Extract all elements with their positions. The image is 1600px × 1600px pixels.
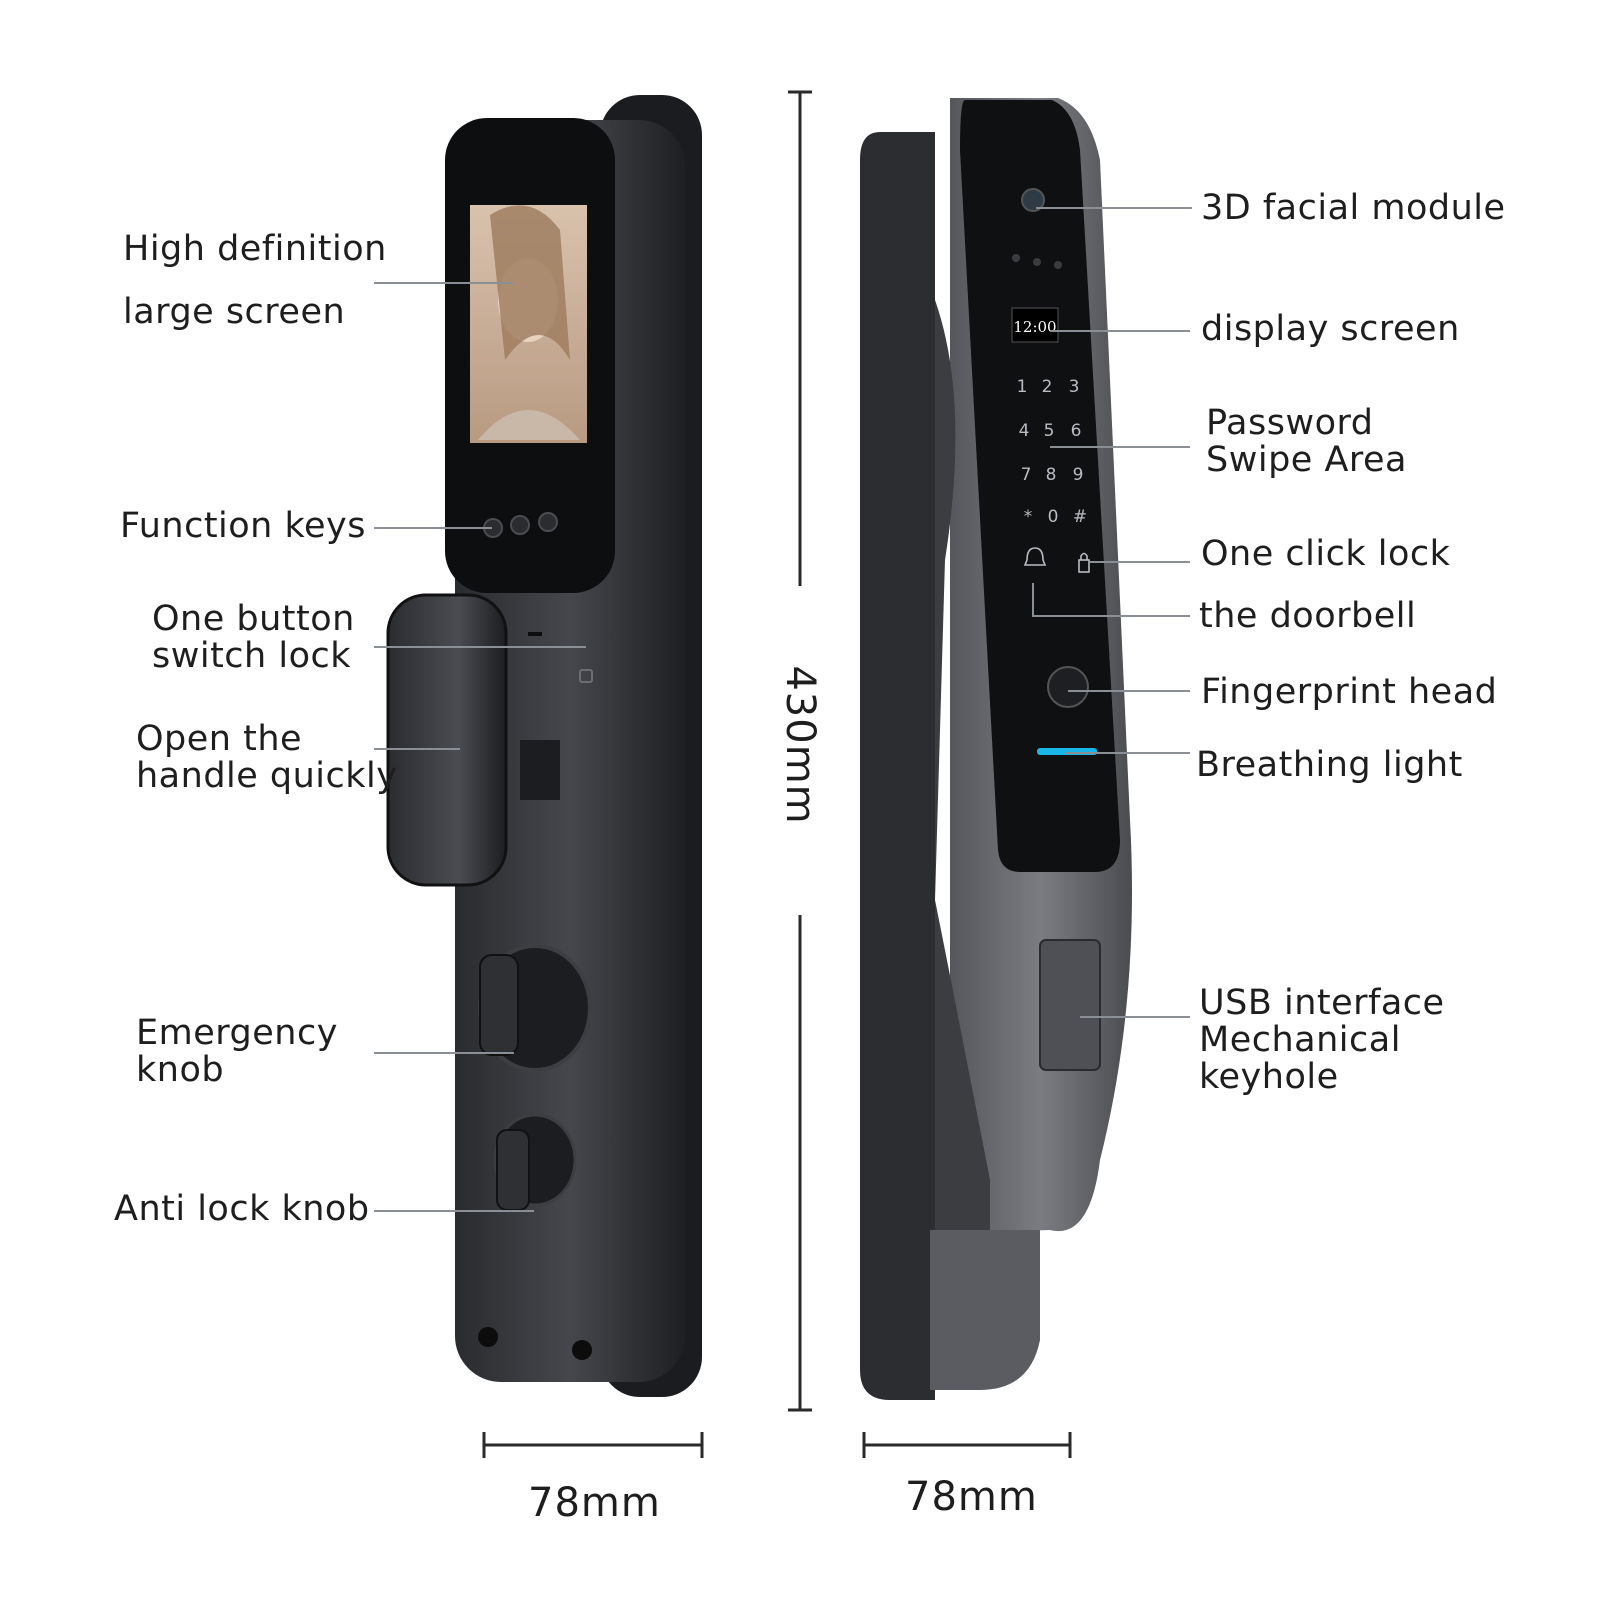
leader-fingerprint [1068,690,1190,692]
leader-facial-module [1036,207,1192,209]
leader-doorbell-vertical [1032,583,1034,616]
leader-high-definition [374,282,514,284]
handle [386,593,508,887]
camera-lens [1021,188,1045,212]
dimension-lines [482,90,1072,1458]
label-usb-line2: Mechanical [1199,1020,1401,1060]
switch-lock-indicator [579,669,593,683]
leader-one-click-lock [1090,561,1190,563]
leader-switch-lock [374,646,586,648]
label-switch-lock-line1: One button [152,599,355,639]
fingerprint-head [1047,666,1089,708]
clock-text: 12:00 [1013,318,1056,336]
label-open-handle: Open the handle quickly [136,721,398,795]
screw-right [572,1340,592,1360]
label-high-definition-line2: large screen [123,292,346,332]
keypad-key: 1 [1017,377,1028,397]
lock-icon [1078,559,1090,573]
label-one-click-lock: One click lock [1201,534,1451,574]
label-password-line2: Swipe Area [1206,440,1407,480]
dimension-height: 430mm [777,665,823,825]
keypad-key: 6 [1071,421,1082,441]
leader-breathing-light [1066,752,1190,754]
label-emergency-knob: Emergency knob [136,1015,338,1089]
shoulders-photo [478,410,580,440]
label-anti-lock-knob: Anti lock knob [114,1189,370,1229]
keypad-key: 0 [1048,507,1059,527]
label-high-definition: High definition large screen [123,218,387,344]
doorbell-icon [1023,547,1047,566]
label-doorbell: the doorbell [1199,596,1417,636]
leader-usb-keyhole [1080,1016,1190,1018]
keypad-key: 3 [1069,377,1080,397]
front-lock [386,95,702,1397]
side-base [930,1230,1040,1390]
keypad-key: # [1073,507,1087,527]
label-emergency-knob-line1: Emergency [136,1013,338,1053]
label-usb-keyhole: USB interface Mechanical keyhole [1199,985,1445,1096]
keypad-key: 7 [1021,465,1032,485]
keypad-key: 5 [1044,421,1055,441]
label-password-swipe: Password Swipe Area [1206,405,1407,479]
label-breathing-light: Breathing light [1196,745,1463,785]
label-open-handle-line2: handle quickly [136,756,398,796]
label-switch-lock-line2: switch lock [152,636,352,676]
side-backplate [860,132,935,1400]
keypad-key: 8 [1046,465,1057,485]
keypad-key: 2 [1042,377,1053,397]
label-usb-line3: keyhole [1199,1057,1339,1097]
label-usb-line1: USB interface [1199,983,1445,1023]
label-one-button-switch-lock: One button switch lock [152,601,355,675]
leader-emergency-knob [374,1052,514,1054]
function-keys [483,512,558,538]
usb-cover [1039,939,1101,1071]
label-function-keys: Function keys [120,506,366,546]
side-handle [935,300,990,1232]
dimension-side-width: 78mm [905,1474,1038,1520]
label-open-handle-line1: Open the [136,719,303,759]
leader-display-screen [1050,330,1190,332]
label-display-screen: display screen [1201,309,1460,349]
keypad-key: * [1024,507,1033,527]
label-high-definition-line1: High definition [123,229,387,269]
leader-anti-lock-knob [374,1210,534,1212]
screw-left [478,1327,498,1347]
dimension-front-width: 78mm [528,1480,661,1526]
handle-neck [520,740,560,800]
keypad-key: 9 [1073,465,1084,485]
keypad-key: 4 [1019,421,1030,441]
label-fingerprint: Fingerprint head [1201,672,1498,712]
label-facial-module: 3D facial module [1201,188,1506,228]
mini-display [1011,307,1059,343]
leader-handle [374,748,460,750]
leader-doorbell [1032,615,1190,617]
leader-password-swipe [1050,446,1190,448]
label-emergency-knob-line2: knob [136,1050,225,1090]
leader-function-keys [374,527,492,529]
label-password-line1: Password [1206,403,1374,443]
